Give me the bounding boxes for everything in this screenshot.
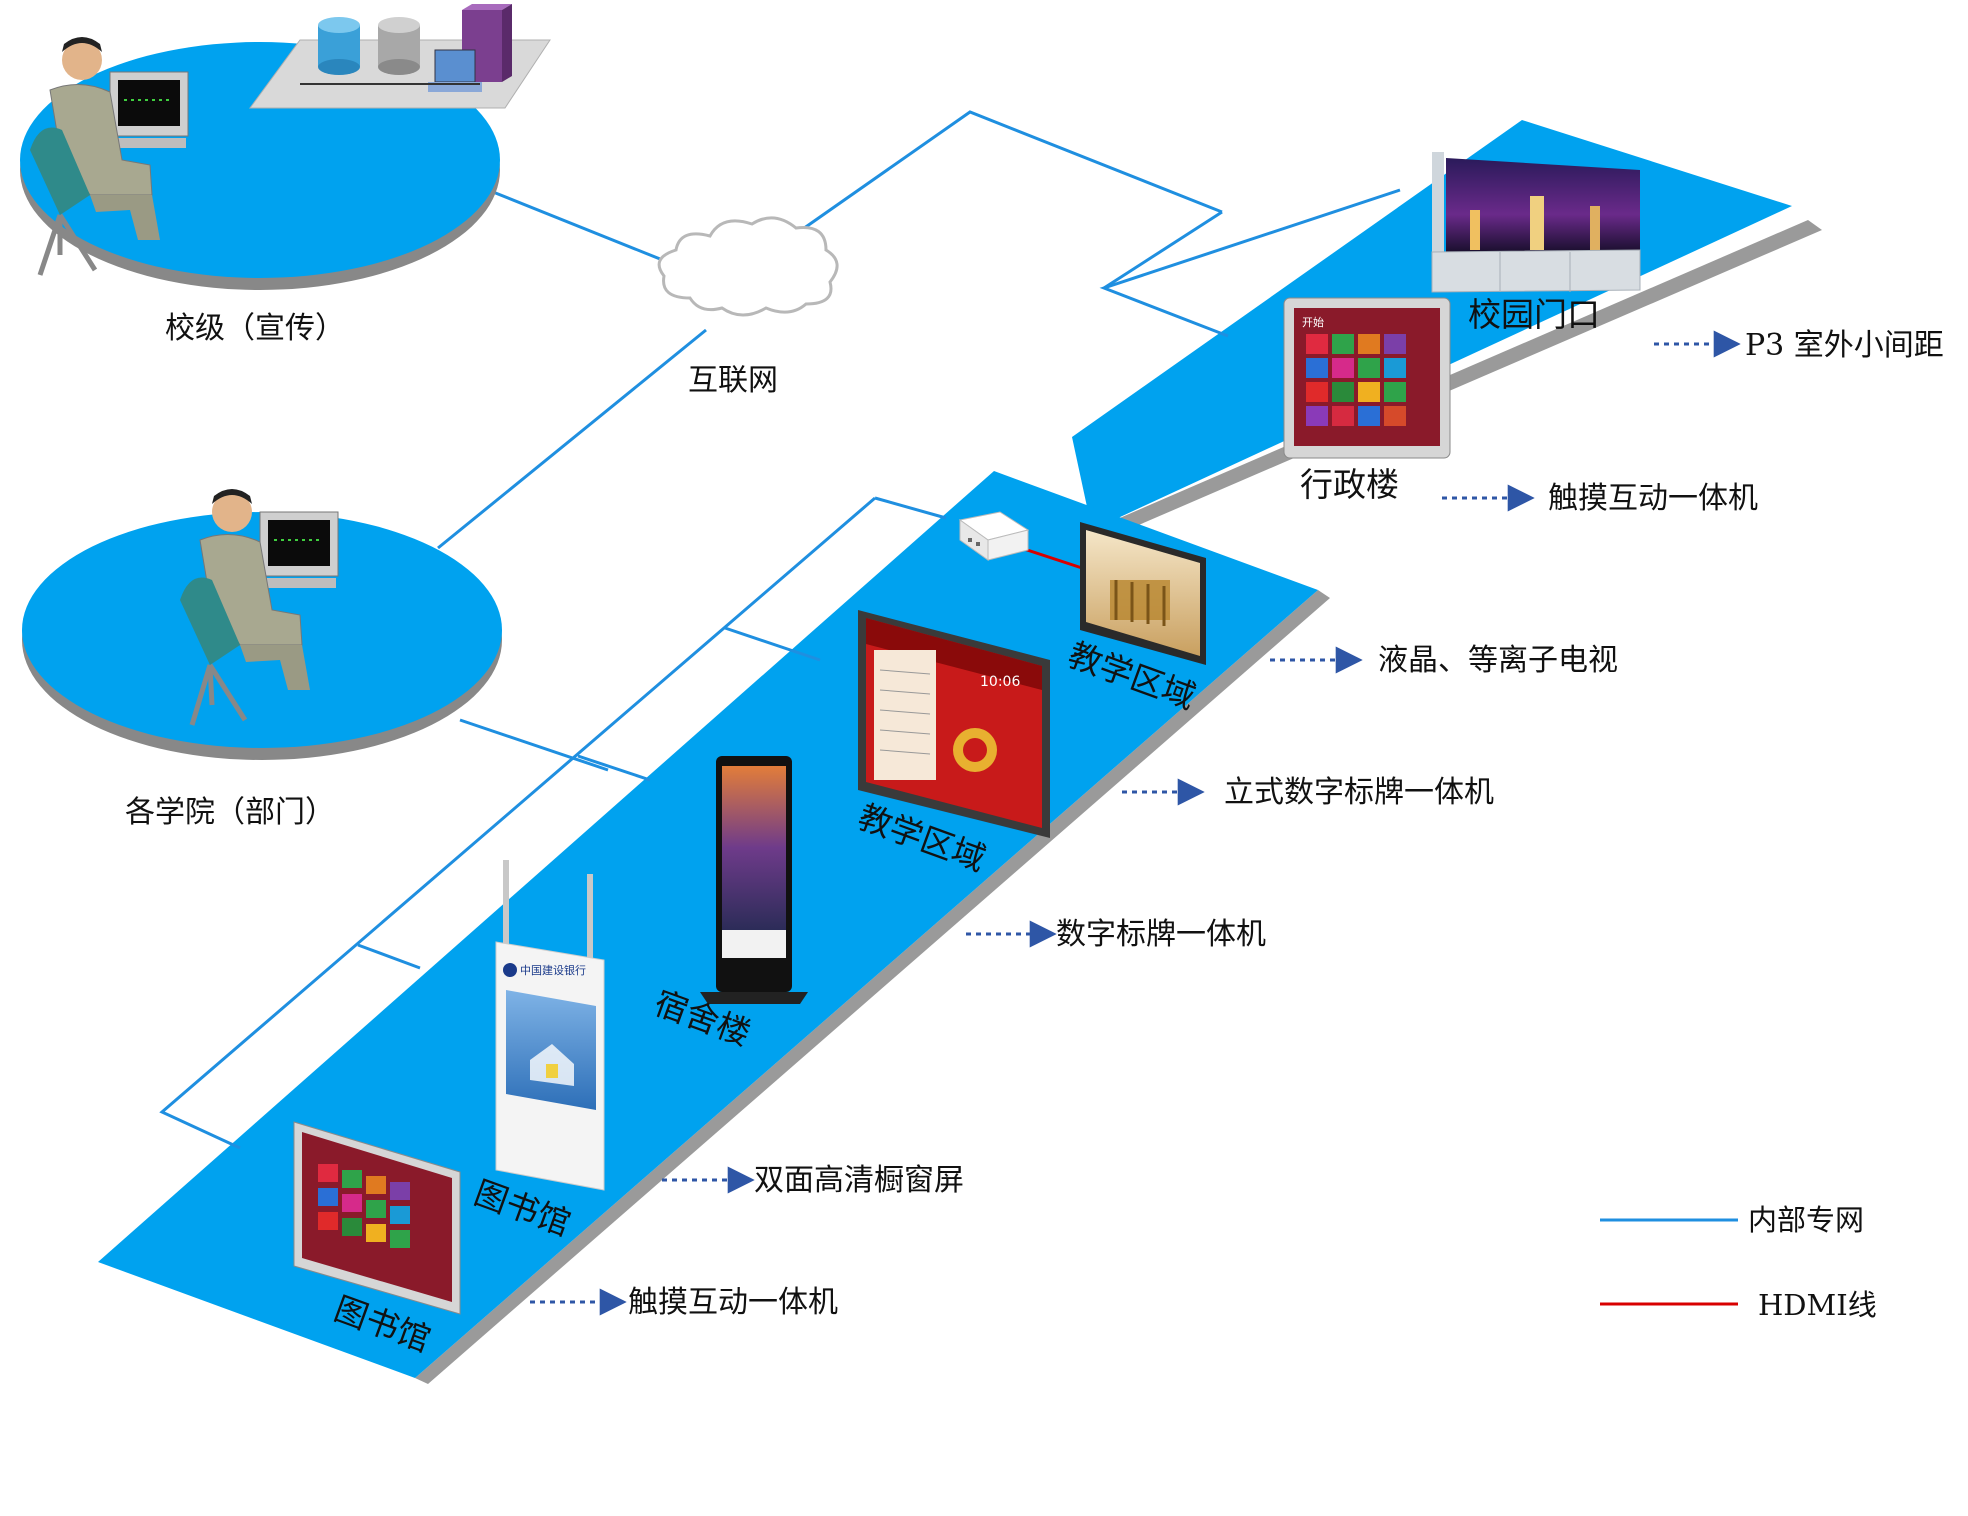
net-line-tap-2 xyxy=(577,754,651,782)
internet-label: 互联网 xyxy=(688,363,778,398)
caption-lcd-plasma: 液晶、等离子电视 xyxy=(1378,643,1618,678)
tile-grid xyxy=(1306,334,1406,426)
net-line-lower-riser xyxy=(159,496,876,1150)
legend: 内部专网 HDMI线 xyxy=(1600,1203,1877,1322)
school-label: 校级（宣传） xyxy=(165,311,345,346)
touch-kiosk-admin: 开始 xyxy=(1283,297,1451,459)
zone-campus-gate: 校园门口 xyxy=(1468,295,1600,334)
net-line-lower-top xyxy=(874,496,947,520)
touch-kiosk-library xyxy=(293,1121,461,1315)
screen-time: 10:06 xyxy=(980,674,1020,690)
caption-touch-kiosk-admin: 触摸互动一体机 xyxy=(1548,481,1758,516)
caption-p3-outdoor: P3 室外小间距 xyxy=(1745,328,1944,363)
cloud-icon xyxy=(657,216,839,317)
college-label: 各学院（部门） xyxy=(125,795,335,830)
college-node: 各学院（部门） xyxy=(22,489,502,830)
caption-touch-kiosk-library: 触摸互动一体机 xyxy=(628,1285,838,1320)
callout-pointers xyxy=(530,330,1741,1316)
school-node: 校级（宣传） xyxy=(20,4,551,346)
led-video-wall xyxy=(1431,152,1641,293)
screen-start-text: 开始 xyxy=(1302,315,1324,329)
window-display-library: 中国建设银行 xyxy=(495,860,605,1191)
caption-standing-signage: 立式数字标牌一体机 xyxy=(1224,775,1494,810)
database-icon xyxy=(318,17,360,75)
net-line-top-link xyxy=(1103,210,1223,290)
platform-shadow xyxy=(1092,220,1822,540)
screen-bank-name: 中国建设银行 xyxy=(520,963,586,977)
workstation-icon xyxy=(428,49,482,92)
legend-label-internal-network: 内部专网 xyxy=(1748,1203,1864,1237)
caption-digital-signage: 数字标牌一体机 xyxy=(1056,917,1266,952)
media-box xyxy=(958,511,1030,561)
internal-network-lines xyxy=(159,110,1401,1150)
operator-icon xyxy=(180,489,339,726)
lcd-tv-teaching-1 xyxy=(1080,522,1206,665)
legend-label-hdmi: HDMI线 xyxy=(1758,1288,1877,1322)
platform-shadow xyxy=(415,590,1330,1384)
net-line-college-lower xyxy=(459,718,609,772)
net-line-internet-top xyxy=(779,110,1223,247)
caption-double-sided-window: 双面高清橱窗屏 xyxy=(754,1163,964,1198)
standing-signage-teaching-2: 10:06 xyxy=(858,610,1050,838)
digital-signage-dormitory xyxy=(700,756,808,1004)
tile-grid xyxy=(318,1164,410,1248)
operator-icon xyxy=(30,37,189,276)
net-line-tap-3 xyxy=(357,943,421,970)
zone-admin-building: 行政楼 xyxy=(1300,465,1399,504)
net-line-tap-1 xyxy=(724,626,821,662)
database-icon xyxy=(378,17,420,75)
internet-node: 互联网 xyxy=(657,216,839,398)
signage-screen xyxy=(722,766,786,930)
net-line-internet-college xyxy=(437,328,707,550)
